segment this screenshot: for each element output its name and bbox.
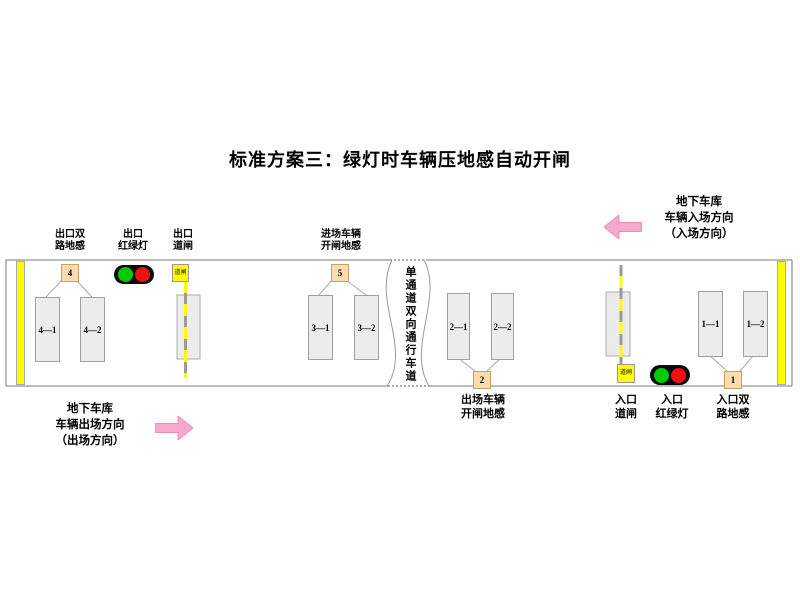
- direction-line: 地下车库: [676, 196, 722, 208]
- loop-junction-1: 1: [724, 371, 742, 389]
- ground-loop-4-2: 4—2: [80, 297, 105, 362]
- ground-loop-3-2: 3—2: [354, 295, 379, 360]
- direction-line: 车辆入场方向: [664, 212, 734, 224]
- label-line: 入口双: [716, 394, 750, 406]
- label-line: 道闸: [615, 408, 637, 420]
- entry-direction-text: 地下车库 车辆入场方向 （入场方向）: [634, 194, 764, 242]
- ground-loop-2-1: 2—1: [447, 293, 470, 360]
- exit-traffic-light: [114, 265, 154, 284]
- direction-line: 地下车库: [67, 403, 113, 415]
- label-line: 开闸地感: [321, 241, 361, 252]
- label-line: 道闸: [173, 241, 193, 252]
- label-line: 红绿灯: [118, 241, 148, 252]
- ground-loop-3-1: 3—1: [308, 295, 333, 360]
- road-edge-bar-right: [777, 261, 786, 385]
- red-light-icon: [135, 267, 150, 282]
- label-exit-dual-sensor: 出口双 路地感: [38, 229, 102, 253]
- loop1-connectors: [708, 354, 755, 372]
- lane-channel-text: 单通道双向通行车道: [404, 266, 416, 383]
- label-exit-gate: 出口 道闸: [151, 229, 215, 253]
- label-entry-light: 入口 红绿灯: [637, 393, 707, 421]
- label-line: 出口: [123, 229, 143, 240]
- exit-arrow-right-icon: [155, 416, 193, 440]
- road-edge-bar-left: [16, 261, 25, 385]
- ground-loop-1-1: 1—1: [698, 291, 723, 357]
- loop-junction-5: 5: [331, 264, 349, 282]
- label-line: 路地感: [716, 408, 750, 420]
- label-entry-gate: 入口 道闸: [591, 393, 661, 421]
- direction-line: （出场方向）: [55, 435, 125, 447]
- entry-traffic-light: [650, 365, 690, 385]
- label-line: 出口双: [55, 229, 85, 240]
- label-entry-open-sensor: 进场车辆 开闸地感: [307, 229, 375, 253]
- page-title: 标准方案三：绿灯时车辆压地感自动开闸: [229, 150, 571, 170]
- exit-direction-text: 地下车库 车辆出场方向 （出场方向）: [25, 401, 155, 449]
- channel-curve-left: [385, 259, 396, 387]
- label-line: 出场车辆: [461, 394, 505, 406]
- label-line: 入口: [661, 394, 683, 406]
- channel-curve-right: [420, 259, 431, 387]
- label-line: 开闸地感: [461, 408, 505, 420]
- ground-loop-1-2: 1—2: [743, 291, 768, 357]
- entry-gate-machine: 道闸: [617, 364, 635, 383]
- entry-gate-lane-rect: [605, 291, 631, 357]
- label-line: 进场车辆: [321, 229, 361, 240]
- label-line: 红绿灯: [655, 408, 689, 420]
- ground-loop-4-1: 4—1: [35, 297, 60, 362]
- label-line: 路地感: [55, 241, 85, 252]
- loop4-connectors: [45, 279, 93, 298]
- label-line: 出口: [173, 229, 193, 240]
- loop5-connectors: [318, 279, 367, 296]
- direction-line: （入场方向）: [664, 228, 734, 240]
- label-exit-light: 出口 红绿灯: [101, 229, 165, 253]
- label-line: 入口: [615, 394, 637, 406]
- exit-gate-machine: 道闸: [172, 264, 189, 282]
- green-light-icon: [118, 267, 133, 282]
- green-light-icon: [654, 367, 669, 383]
- loop-junction-2: 2: [473, 371, 491, 389]
- loop-junction-4: 4: [61, 264, 79, 282]
- label-exit-open-sensor: 出场车辆 开闸地感: [448, 393, 518, 421]
- red-light-icon: [671, 367, 686, 383]
- ground-loop-2-2: 2—2: [491, 293, 514, 360]
- exit-gate-lane-rect: [176, 294, 201, 360]
- direction-line: 车辆出场方向: [55, 419, 125, 431]
- label-entry-dual-sensor: 入口双 路地感: [698, 393, 768, 421]
